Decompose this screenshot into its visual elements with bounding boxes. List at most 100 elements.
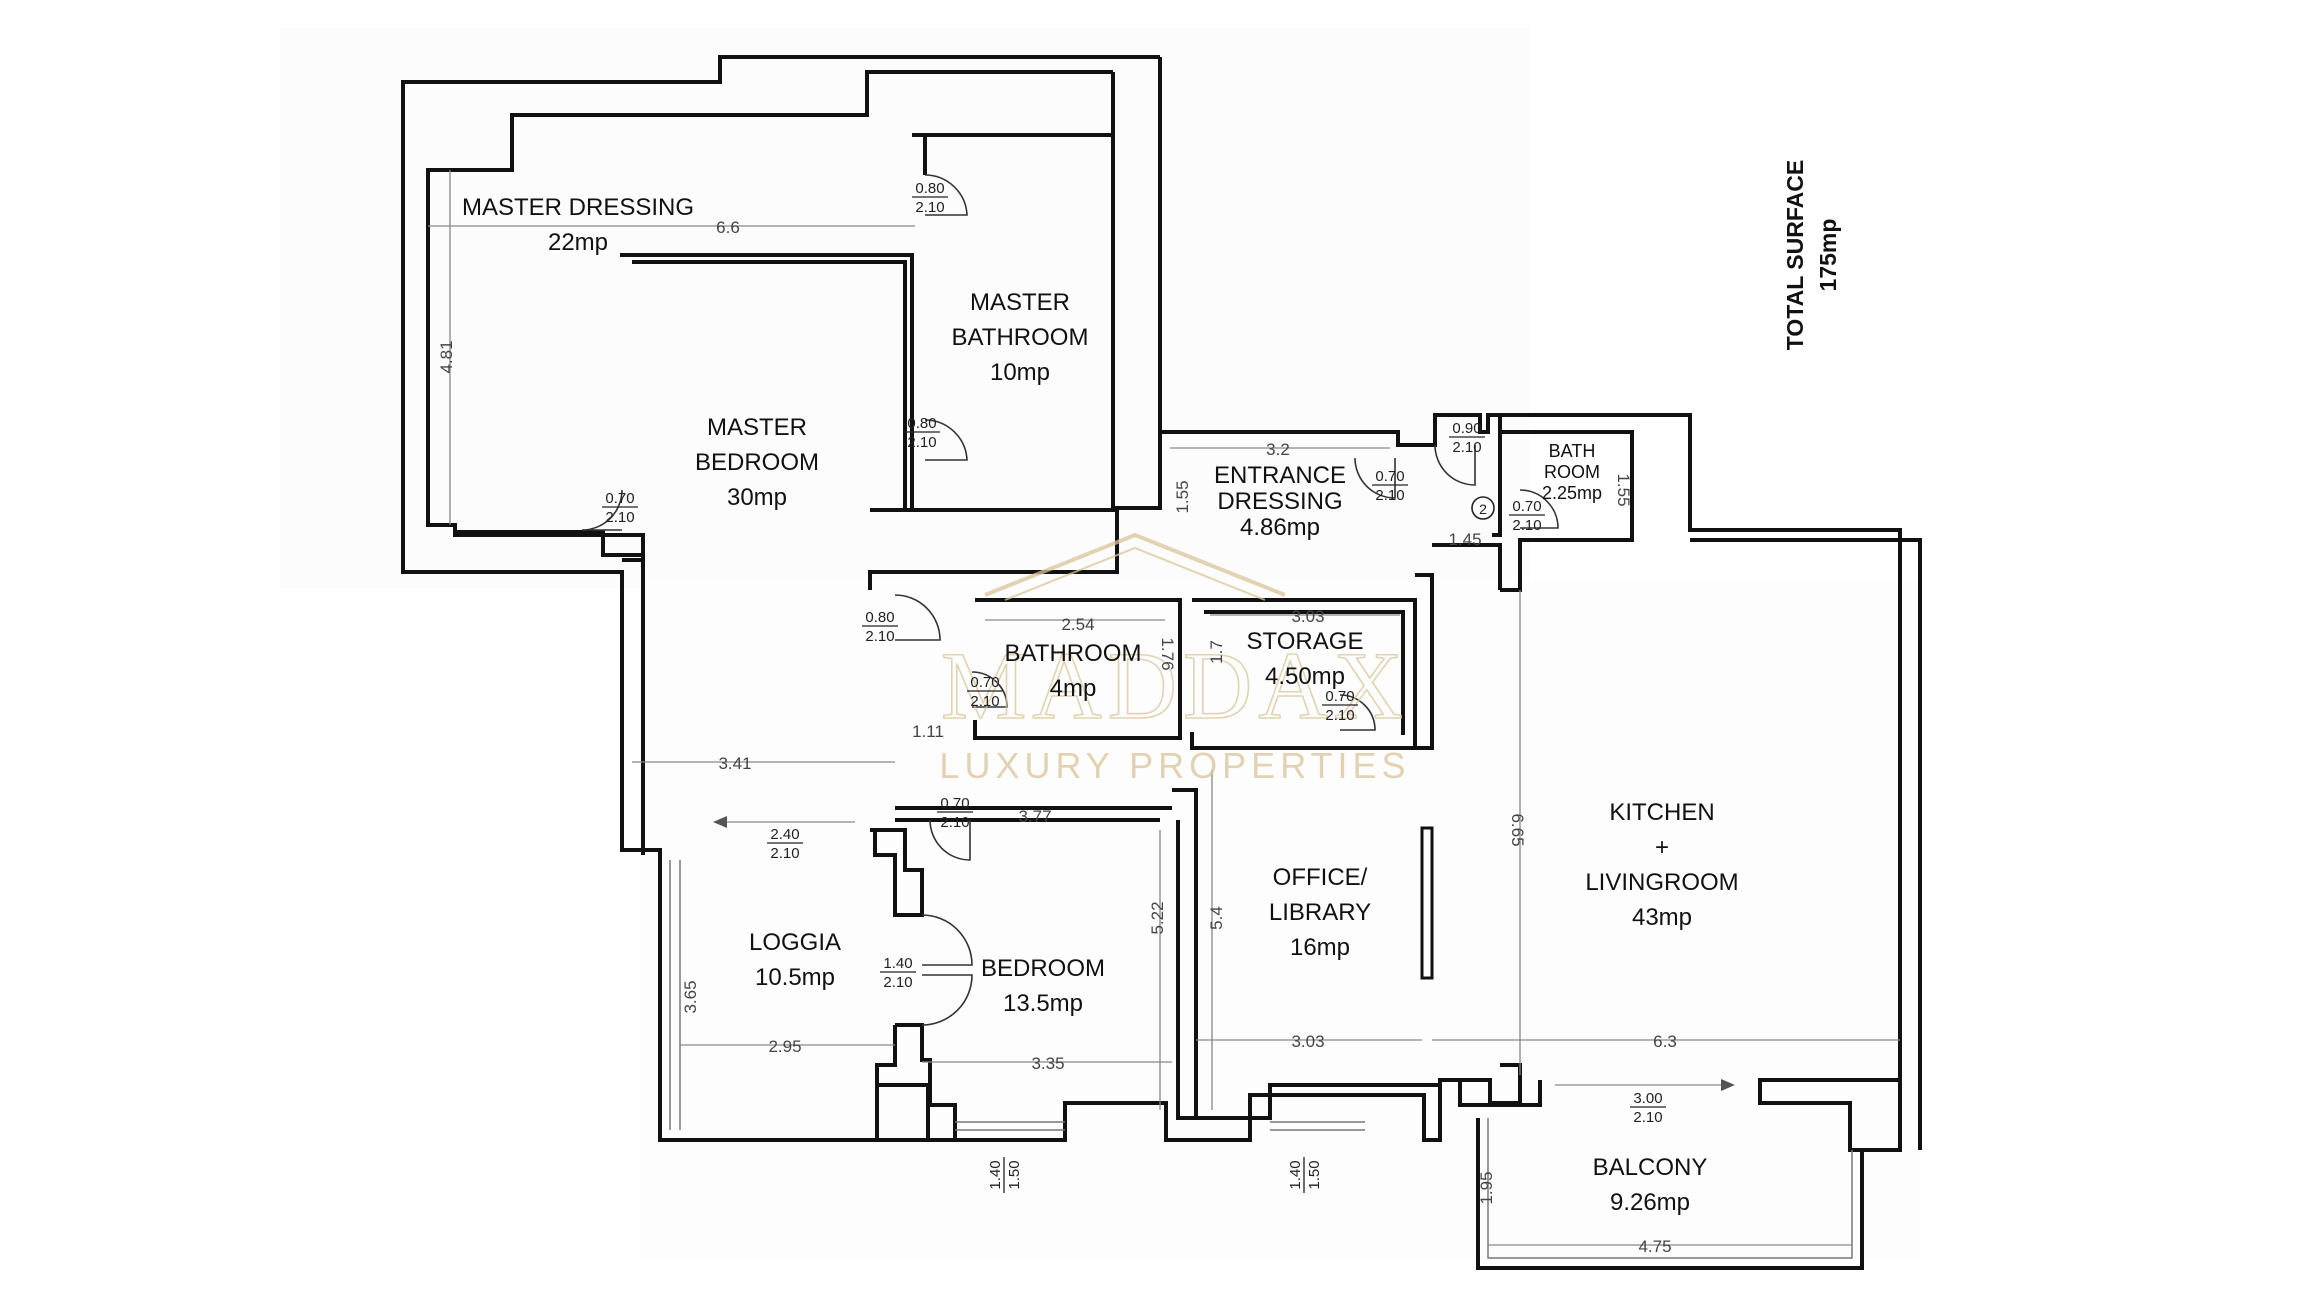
- balcony-name: BALCONY: [1593, 1154, 1708, 1181]
- door-label-bedroom-top: 0.70 2.10: [937, 795, 973, 831]
- door-swing-bedroom-loggia-2: [921, 974, 973, 1026]
- window-label-office: 1.40 1.50: [1287, 1157, 1323, 1193]
- storage-name: STORAGE: [1247, 628, 1364, 655]
- kitchen-name-1: KITCHEN: [1609, 799, 1714, 826]
- balcony-area: 9.26mp: [1610, 1189, 1690, 1216]
- storage-inner: [1204, 610, 1405, 735]
- door-swing-bedroom-top: [929, 819, 971, 861]
- door-swings: [581, 174, 1559, 1026]
- scan-background-lower: [640, 580, 1920, 1260]
- svg-text:2.10: 2.10: [1325, 707, 1354, 724]
- dressing-bedroom-partition-inner: [632, 260, 907, 510]
- dimension-lines: [428, 170, 1900, 1246]
- svg-text:2.10: 2.10: [907, 434, 936, 451]
- svg-text:1.40: 1.40: [883, 955, 912, 972]
- door-swing-master-bath-top: [924, 174, 968, 216]
- door-label-bathroom: 0.70 2.10: [967, 674, 1003, 710]
- office-divider-wall: [1420, 826, 1434, 980]
- bathroom-outer: [1500, 413, 1902, 1152]
- dim-kitchen-depth: 6.65: [1508, 813, 1527, 846]
- dim-corridor-width: 1.11: [912, 722, 944, 741]
- dim-balcony-width: 4.75: [1638, 1237, 1671, 1256]
- kitchen-east-wall: [1690, 538, 1922, 1150]
- total-surface-title: TOTAL SURFACE: [1782, 160, 1808, 350]
- svg-text:1.40: 1.40: [987, 1160, 1004, 1189]
- dim-bedroom-width: 3.35: [1031, 1054, 1064, 1073]
- dim-office-width: 3.03: [1291, 1032, 1324, 1051]
- door-swing-bathroom: [971, 671, 1008, 708]
- balcony-railing: [1476, 1118, 1864, 1270]
- door-label-entrance-dressing: 0.70 2.10: [1372, 468, 1408, 504]
- door-label-storage: 0.70 2.10: [1322, 688, 1358, 724]
- window-label-bedroom: 1.40 1.50: [987, 1157, 1023, 1193]
- svg-text:2.10: 2.10: [1512, 517, 1541, 534]
- watermark-tagline: LUXURY PROPERTIES: [939, 745, 1410, 786]
- svg-text:0.80: 0.80: [865, 609, 894, 626]
- arrow-head-loggia: [713, 816, 727, 828]
- svg-text:0.70: 0.70: [1375, 468, 1404, 485]
- entrance-dressing-name-1: ENTRANCE: [1214, 462, 1346, 489]
- dim-bathroom-width: 2.54: [1061, 615, 1094, 634]
- master-bedroom-name-2: BEDROOM: [695, 449, 819, 476]
- watermark-brand: MADDAX: [941, 632, 1409, 739]
- dim-loggia-width: 2.95: [768, 1037, 801, 1056]
- svg-text:0.70: 0.70: [1325, 688, 1354, 705]
- dim-dressing-width: 6.6: [716, 218, 740, 237]
- dim-balcony-depth: 1.95: [1477, 1171, 1496, 1204]
- master-bathroom-name-1: MASTER: [970, 289, 1070, 316]
- kitchen-name-3: LIVINGROOM: [1585, 869, 1738, 896]
- svg-text:0.80: 0.80: [907, 415, 936, 432]
- svg-text:3.00: 3.00: [1633, 1090, 1662, 1107]
- svg-text:2.10: 2.10: [915, 199, 944, 216]
- svg-text:1.40: 1.40: [1287, 1160, 1304, 1189]
- loggia-name: LOGGIA: [749, 929, 841, 956]
- outer-wall-east: [1115, 57, 1162, 510]
- door-label-bath-room: 0.70 2.10: [1509, 498, 1545, 534]
- dim-bedroom-depth: 5.22: [1148, 901, 1167, 934]
- door-label-master-bedroom: 0.80 2.10: [862, 609, 898, 645]
- door-swing-storage: [1339, 694, 1376, 731]
- dim-storage-depth: 1.7: [1207, 640, 1226, 664]
- door-swing-master-bath-mid: [924, 419, 968, 461]
- loggia-area: 10.5mp: [755, 964, 835, 991]
- bedroom-area: 13.5mp: [1003, 990, 1083, 1017]
- loggia-bedroom-wall-bottom: [875, 1023, 957, 1142]
- dimension-labels: 6.6 4.81 3.2 1.55 1.55 1.45 2.54 1.76 3.…: [437, 218, 1677, 1256]
- room-labels: MASTER DRESSING 22mp MASTER BATHROOM 10m…: [462, 194, 1739, 1216]
- door-label-entrance: 0.90 2.10: [1449, 420, 1485, 456]
- bathroom-name: BATHROOM: [1005, 640, 1142, 667]
- dim-bathroom-depth: 1.76: [1158, 637, 1177, 670]
- kitchen-area: 43mp: [1632, 904, 1692, 931]
- svg-text:2.10: 2.10: [1452, 439, 1481, 456]
- dim-bath-room-depth: 1.55: [1614, 473, 1633, 506]
- door-swing-entrance: [1434, 444, 1476, 486]
- dim-master-bedroom-width: 3.41: [718, 754, 751, 773]
- svg-text:1.50: 1.50: [1006, 1160, 1023, 1189]
- master-dressing-area: 22mp: [548, 229, 608, 256]
- door-swing-bedroom-loggia-1: [921, 914, 973, 966]
- total-surface: TOTAL SURFACE 175mp: [1782, 160, 1841, 350]
- watermark: MADDAX LUXURY PROPERTIES: [939, 532, 1410, 786]
- master-bathroom-area: 10mp: [990, 359, 1050, 386]
- office-bottom-wall: [1196, 1078, 1542, 1120]
- bath-room-area: 2.25mp: [1542, 483, 1602, 503]
- master-bedroom-name-1: MASTER: [707, 414, 807, 441]
- storage-area: 4.50mp: [1265, 663, 1345, 690]
- entrance-dressing-name-2: DRESSING: [1217, 488, 1342, 515]
- dim-hall-width: 1.45: [1448, 530, 1481, 549]
- entrance-marker: 2: [1479, 501, 1487, 517]
- svg-text:0.90: 0.90: [1452, 420, 1481, 437]
- dressing-bedroom-partition: [620, 253, 914, 510]
- office-name-2: LIBRARY: [1269, 899, 1371, 926]
- door-labels: 0.80 2.10 0.80 2.10 0.70 2.10 0.80 2.10 …: [602, 180, 1666, 1193]
- door-label-master-bath-top: 0.80 2.10: [912, 180, 948, 216]
- svg-text:1.50: 1.50: [1306, 1160, 1323, 1189]
- master-dressing-name: MASTER DRESSING: [462, 194, 694, 221]
- arrow-head-kitchen: [1721, 1079, 1735, 1091]
- total-surface-value: 175mp: [1815, 219, 1841, 292]
- dim-entrance-width: 3.2: [1266, 440, 1290, 459]
- master-bathroom-name-2: BATHROOM: [952, 324, 1089, 351]
- door-label-dressing: 0.70 2.10: [602, 490, 638, 526]
- bath-room-name-2: ROOM: [1544, 462, 1600, 482]
